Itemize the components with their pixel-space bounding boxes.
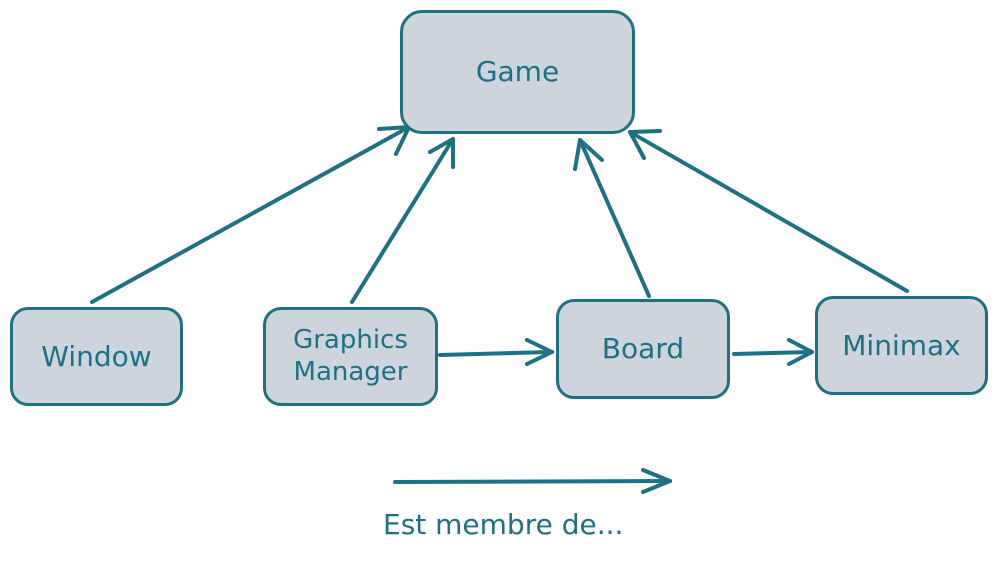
node-game-label: Game [475, 55, 560, 89]
node-graphics-manager-label-line2: Manager [293, 356, 408, 387]
node-minimax: Minimax [815, 296, 988, 395]
legend-arrow [393, 468, 672, 494]
arrow-minimax-to-game [628, 129, 909, 293]
arrow-window-to-game [90, 125, 411, 304]
arrow-board-to-minimax [732, 338, 814, 366]
node-window-label: Window [41, 339, 152, 373]
node-graphics-manager-label-line1: Graphics [293, 325, 408, 356]
arrow-graphics-manager-to-board [438, 338, 554, 366]
legend-label: Est membre de... [383, 508, 624, 541]
arrow-graphics-manager-to-game [350, 137, 455, 304]
node-board-label: Board [601, 332, 685, 366]
node-window: Window [10, 307, 183, 406]
node-graphics-manager: Graphics Manager [263, 307, 438, 406]
node-board: Board [556, 299, 730, 399]
node-minimax-label: Minimax [842, 328, 961, 362]
node-game: Game [400, 10, 635, 134]
arrow-board-to-game [573, 138, 651, 298]
